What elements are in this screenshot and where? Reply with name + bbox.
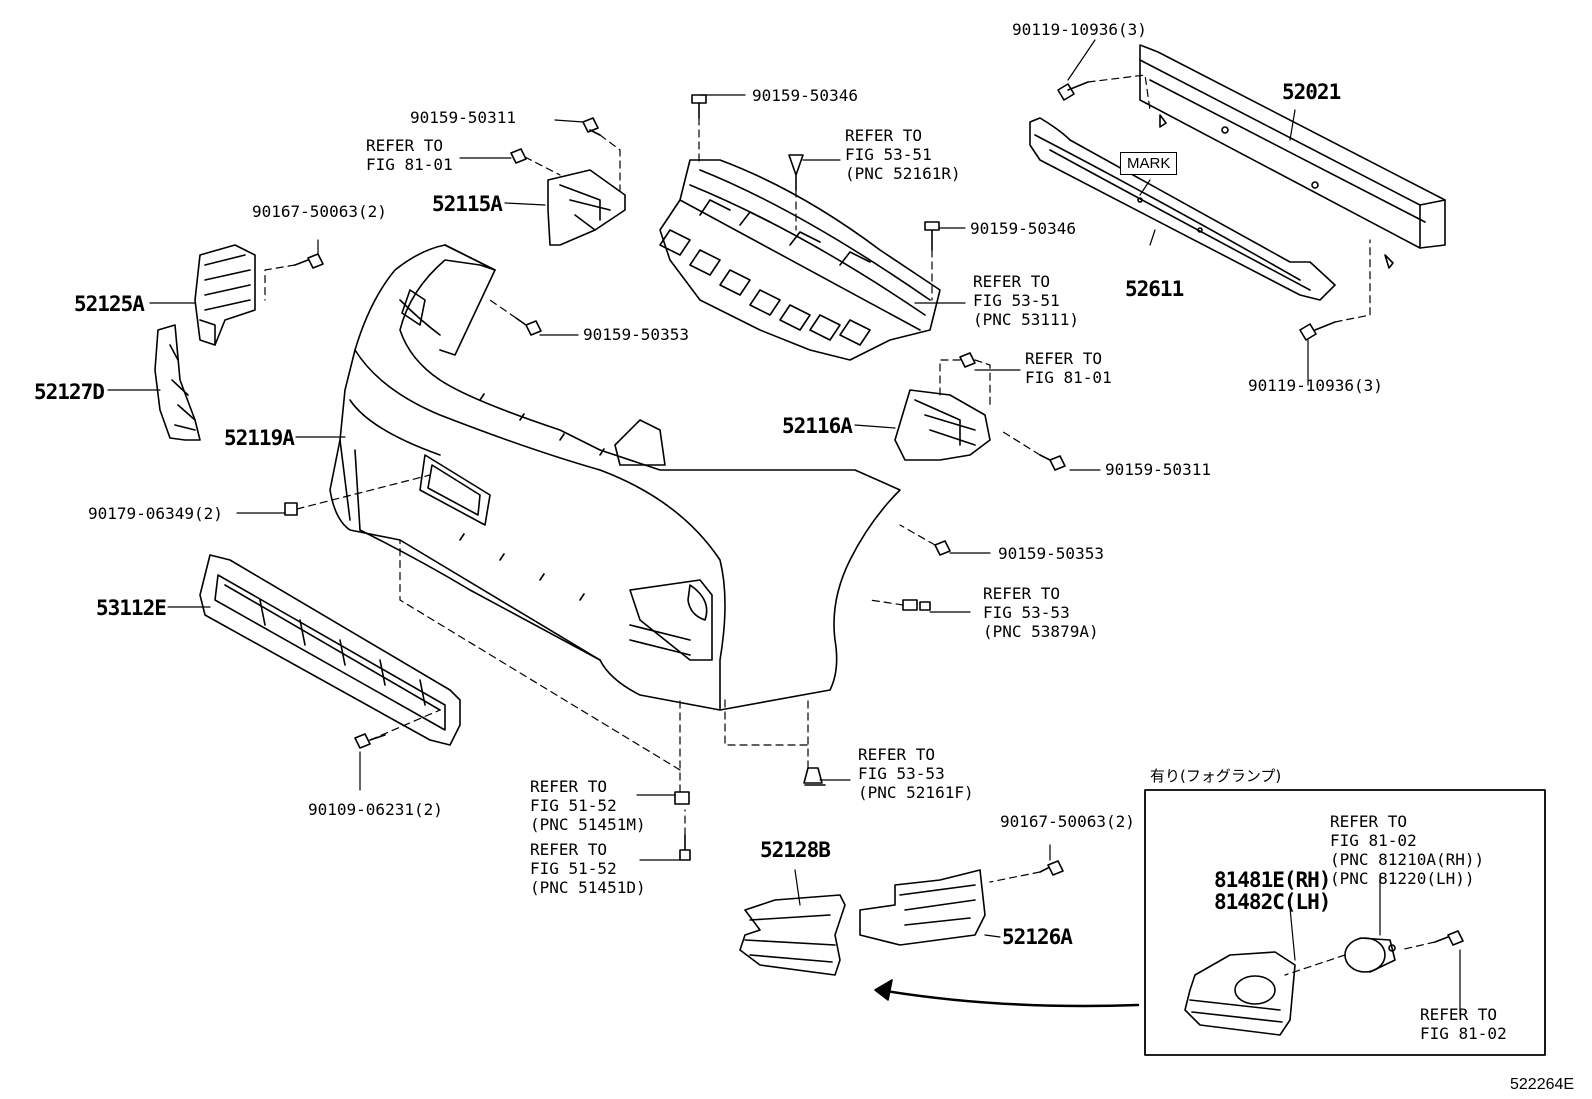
bumper-cover-52119A: [329, 244, 901, 711]
lower-grille-53112E: [199, 554, 461, 746]
fastener-90109-06231[interactable]: 90109-06231(2): [308, 800, 443, 819]
fastener-90159-50346-b[interactable]: 90159-50346: [970, 219, 1076, 238]
fastener-90159-50311-b[interactable]: 90159-50311: [1105, 460, 1211, 479]
fastener-90159-50346-a[interactable]: 90159-50346: [752, 86, 858, 105]
part-52128B[interactable]: 52128B: [760, 838, 831, 862]
retainer-52127D: [154, 324, 201, 441]
reinforcement-52021: [1139, 44, 1446, 269]
part-52115A[interactable]: 52115A: [432, 192, 503, 216]
fog-lamp-unit-81210A: [1344, 937, 1396, 973]
part-52611[interactable]: 52611: [1125, 277, 1184, 301]
fastener-90159-50311-a[interactable]: 90159-50311: [410, 108, 516, 127]
curved-arrow: [874, 979, 1140, 1008]
assembly-lines: [264, 74, 1436, 976]
part-52127D[interactable]: 52127D: [34, 380, 105, 404]
diagram-code: 522264E: [1510, 1076, 1575, 1093]
part-52125A[interactable]: 52125A: [74, 292, 145, 316]
part-52119A[interactable]: 52119A: [224, 426, 295, 450]
bracket-52126A: [859, 869, 986, 946]
mark-label: MARK: [1120, 152, 1178, 175]
fastener-90167-50063-a[interactable]: 90167-50063(2): [252, 202, 387, 221]
fog-lamp-title: 有り(フォグランプ): [1150, 767, 1282, 785]
retainer-52125A: [194, 244, 256, 346]
cover-52128B: [739, 894, 846, 976]
fog-lamp-box: [1144, 789, 1546, 1056]
fog-lamp-cover-81481E: [1184, 951, 1296, 1036]
part-52116A[interactable]: 52116A: [782, 414, 853, 438]
leader-lines: [107, 39, 1461, 1016]
part-81481E[interactable]: 81481E(RH): [1214, 868, 1331, 892]
fastener-90119-10936-top[interactable]: 90119-10936(3): [1012, 20, 1147, 39]
fastener-90167-50063-b[interactable]: 90167-50063(2): [1000, 812, 1135, 831]
bracket-52115A: [547, 169, 626, 246]
part-52126A[interactable]: 52126A: [1002, 925, 1073, 949]
bracket-52116A: [894, 389, 991, 461]
part-81482C[interactable]: 81482C(LH): [1214, 890, 1331, 914]
fastener-90179-06349[interactable]: 90179-06349(2): [88, 504, 223, 523]
part-52021[interactable]: 52021: [1282, 80, 1341, 104]
fastener-90159-50353-b[interactable]: 90159-50353: [998, 544, 1104, 563]
fastener-90159-50353-a[interactable]: 90159-50353: [583, 325, 689, 344]
upper-grille-retainer: [659, 159, 941, 361]
fastener-90119-10936-bot[interactable]: 90119-10936(3): [1248, 376, 1383, 395]
absorber-52611: [1029, 117, 1336, 301]
part-53112E[interactable]: 53112E: [96, 596, 167, 620]
